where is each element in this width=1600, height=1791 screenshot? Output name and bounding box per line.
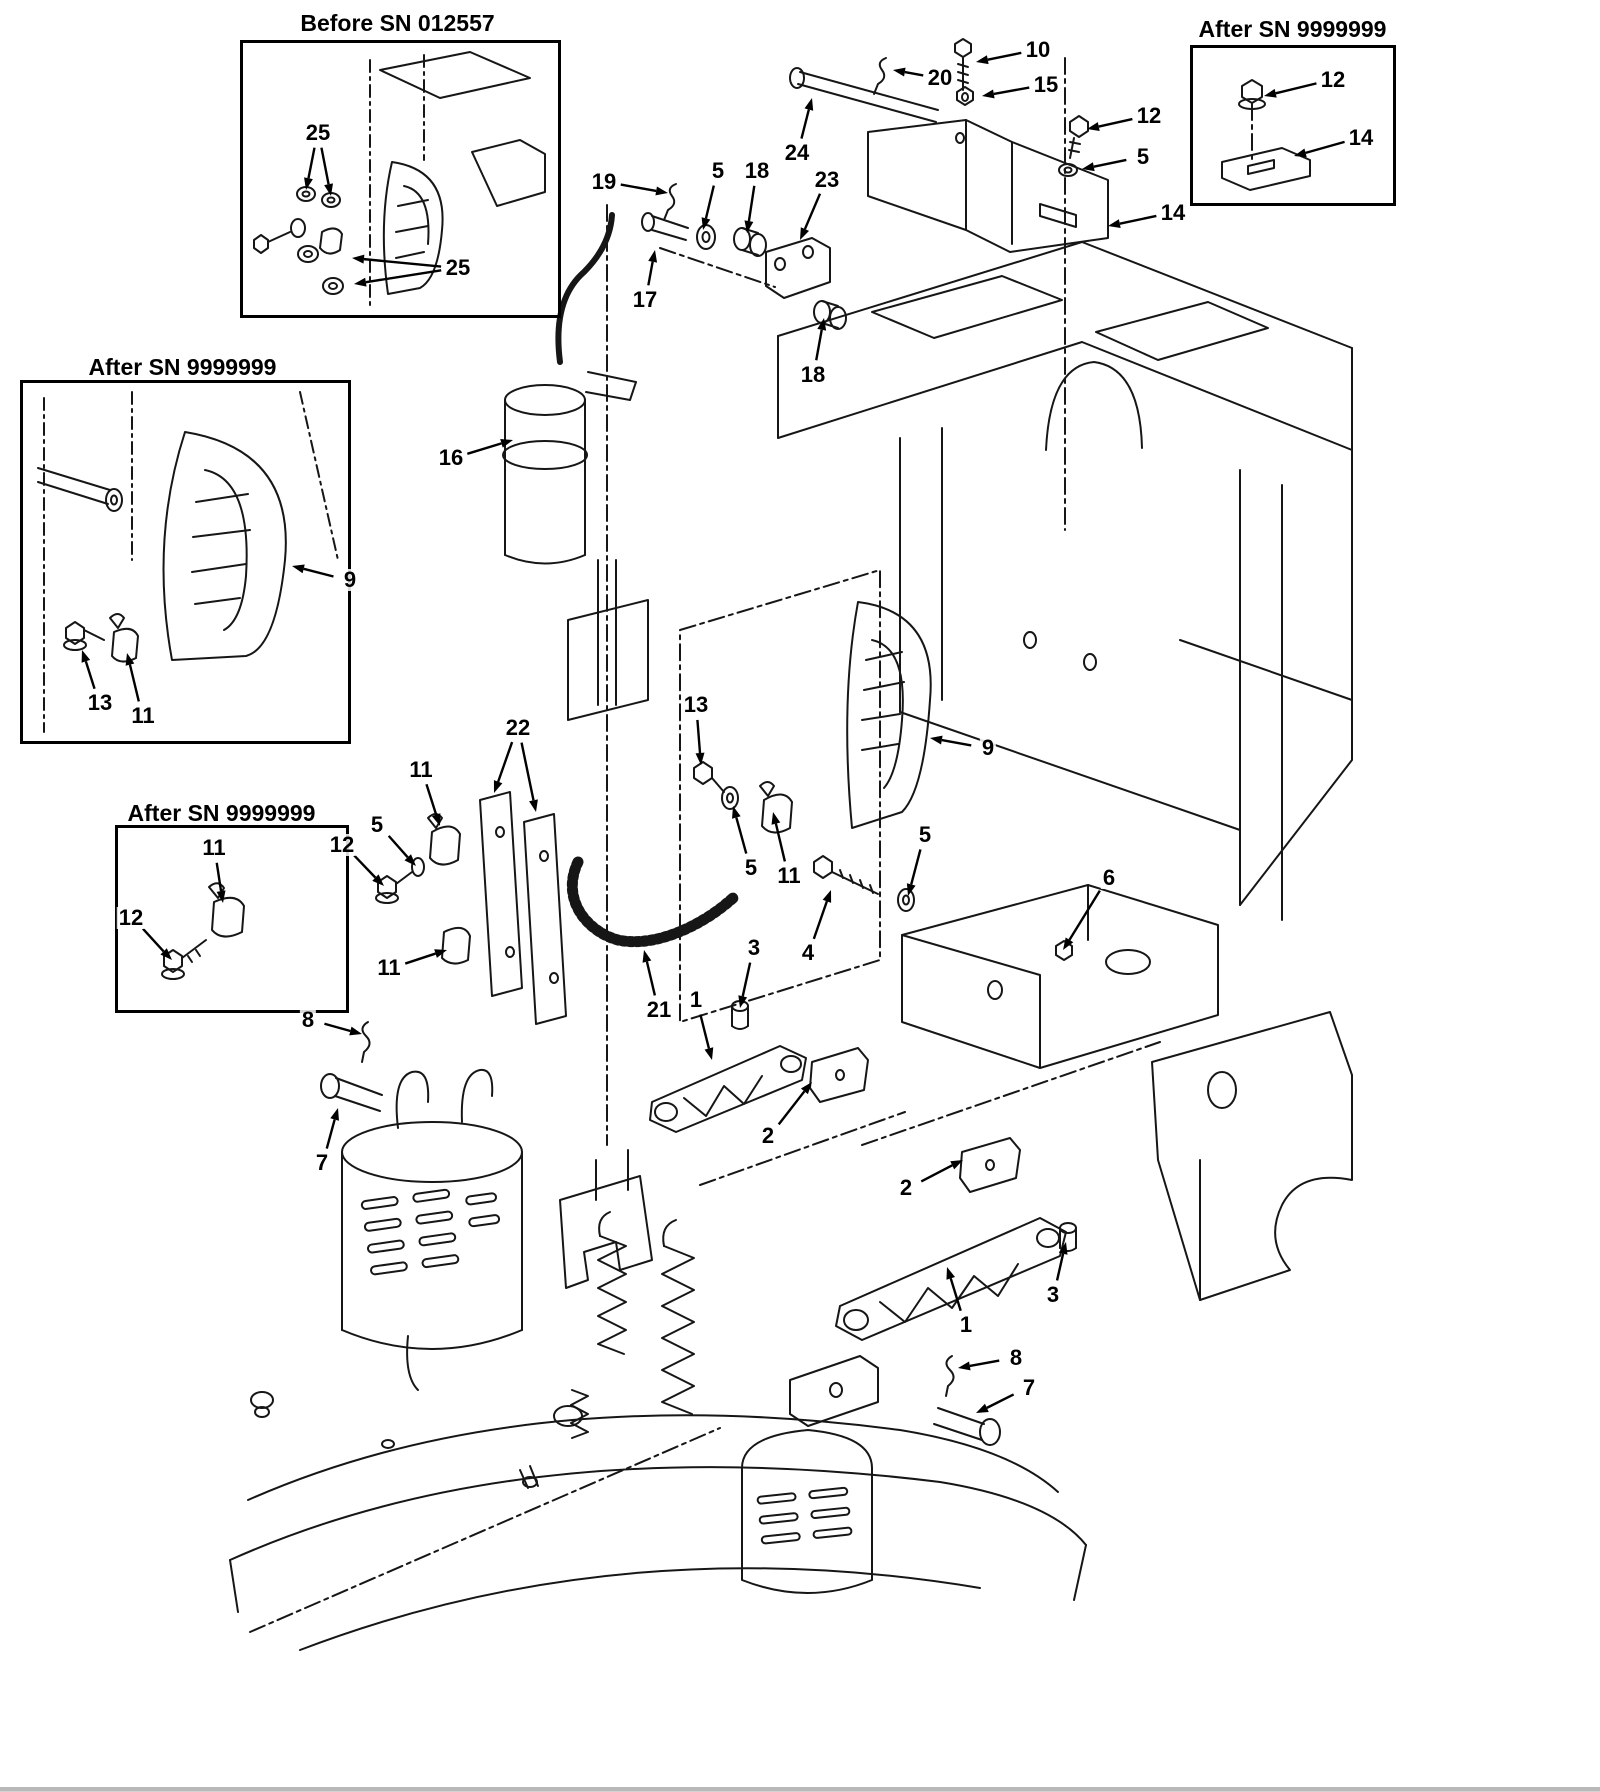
callout-20: 20 bbox=[925, 65, 955, 90]
callout-3: 3 bbox=[1044, 1282, 1062, 1307]
callout-14: 14 bbox=[1346, 125, 1376, 150]
callout-5: 5 bbox=[709, 158, 727, 183]
inset4-art bbox=[1221, 79, 1311, 191]
inset-box-before-sn-012557 bbox=[240, 40, 561, 318]
lift-arms bbox=[649, 1000, 1077, 1341]
inset-title-after-sn-bolt: After SN 9999999 bbox=[1198, 16, 1387, 42]
callout-10: 10 bbox=[1023, 37, 1053, 62]
callout-5: 5 bbox=[1134, 144, 1152, 169]
canister-16 bbox=[502, 212, 637, 565]
left-clamp-hardware bbox=[375, 813, 471, 965]
callout-22: 22 bbox=[503, 715, 533, 740]
centerlines bbox=[249, 57, 1253, 1633]
inset-title-after-sn-clamp: After SN 9999999 bbox=[127, 800, 316, 826]
tank-bracket bbox=[901, 884, 1219, 1069]
callout-23: 23 bbox=[812, 167, 842, 192]
callout-12: 12 bbox=[1134, 103, 1164, 128]
callout-5: 5 bbox=[368, 812, 386, 837]
callout-25: 25 bbox=[443, 255, 473, 280]
callout-17: 17 bbox=[630, 287, 660, 312]
callout-11: 11 bbox=[775, 863, 803, 888]
motor-housing bbox=[341, 1068, 523, 1391]
pivot-pin-assembly bbox=[641, 183, 847, 330]
callout-12: 12 bbox=[1318, 67, 1348, 92]
deck-base bbox=[229, 1391, 1087, 1651]
inset2-art bbox=[37, 391, 339, 733]
callout-6: 6 bbox=[1100, 865, 1118, 890]
callout-8: 8 bbox=[299, 1007, 317, 1032]
callout-2: 2 bbox=[759, 1123, 777, 1148]
callout-12: 12 bbox=[327, 832, 357, 857]
callout-16: 16 bbox=[436, 445, 466, 470]
callout-5: 5 bbox=[742, 855, 760, 880]
callout-15: 15 bbox=[1031, 72, 1061, 97]
page-bottom-edge bbox=[0, 1787, 1600, 1791]
callout-4: 4 bbox=[799, 940, 817, 965]
callout-13: 13 bbox=[681, 692, 711, 717]
pillar bbox=[567, 559, 649, 721]
callout-8: 8 bbox=[1007, 1345, 1025, 1370]
callout-19: 19 bbox=[589, 169, 619, 194]
callout-18: 18 bbox=[798, 362, 828, 387]
callout-25: 25 bbox=[303, 120, 333, 145]
callout-13: 13 bbox=[85, 690, 115, 715]
inset-title-before-sn: Before SN 012557 bbox=[300, 10, 495, 36]
callout-7: 7 bbox=[1020, 1375, 1038, 1400]
callout-11: 11 bbox=[200, 835, 228, 860]
inset-title-after-sn-guard: After SN 9999999 bbox=[88, 354, 277, 380]
chassis-frame bbox=[777, 241, 1353, 921]
callout-7: 7 bbox=[313, 1150, 331, 1175]
callout-18: 18 bbox=[742, 158, 772, 183]
callout-2: 2 bbox=[897, 1175, 915, 1200]
callout-1: 1 bbox=[957, 1312, 975, 1337]
coiled-hose-21 bbox=[566, 856, 739, 948]
springs bbox=[559, 1149, 695, 1439]
callout-24: 24 bbox=[782, 140, 812, 165]
nut-6 bbox=[1055, 940, 1073, 961]
callout-3: 3 bbox=[745, 935, 763, 960]
top-bracket-hardware bbox=[789, 38, 1109, 253]
callout-11: 11 bbox=[407, 757, 435, 782]
callout-12: 12 bbox=[116, 905, 146, 930]
callout-11: 11 bbox=[375, 955, 403, 980]
inset-box-after-sn-clamp bbox=[115, 825, 349, 1013]
callout-9: 9 bbox=[341, 567, 359, 592]
slide-plates-22 bbox=[479, 791, 567, 1025]
pins bbox=[320, 1021, 1001, 1446]
callout-1: 1 bbox=[687, 987, 705, 1012]
callout-5: 5 bbox=[916, 822, 934, 847]
lower-housing bbox=[741, 1355, 879, 1594]
callout-14: 14 bbox=[1158, 200, 1188, 225]
callout-21: 21 bbox=[644, 997, 674, 1022]
support-casting bbox=[1151, 1011, 1353, 1301]
callout-9: 9 bbox=[979, 735, 997, 760]
inset-box-after-sn-bolt bbox=[1190, 45, 1396, 206]
inset-box-after-sn-guard bbox=[20, 380, 351, 744]
belt-guard-9 bbox=[846, 601, 932, 829]
callout-11: 11 bbox=[129, 703, 157, 728]
